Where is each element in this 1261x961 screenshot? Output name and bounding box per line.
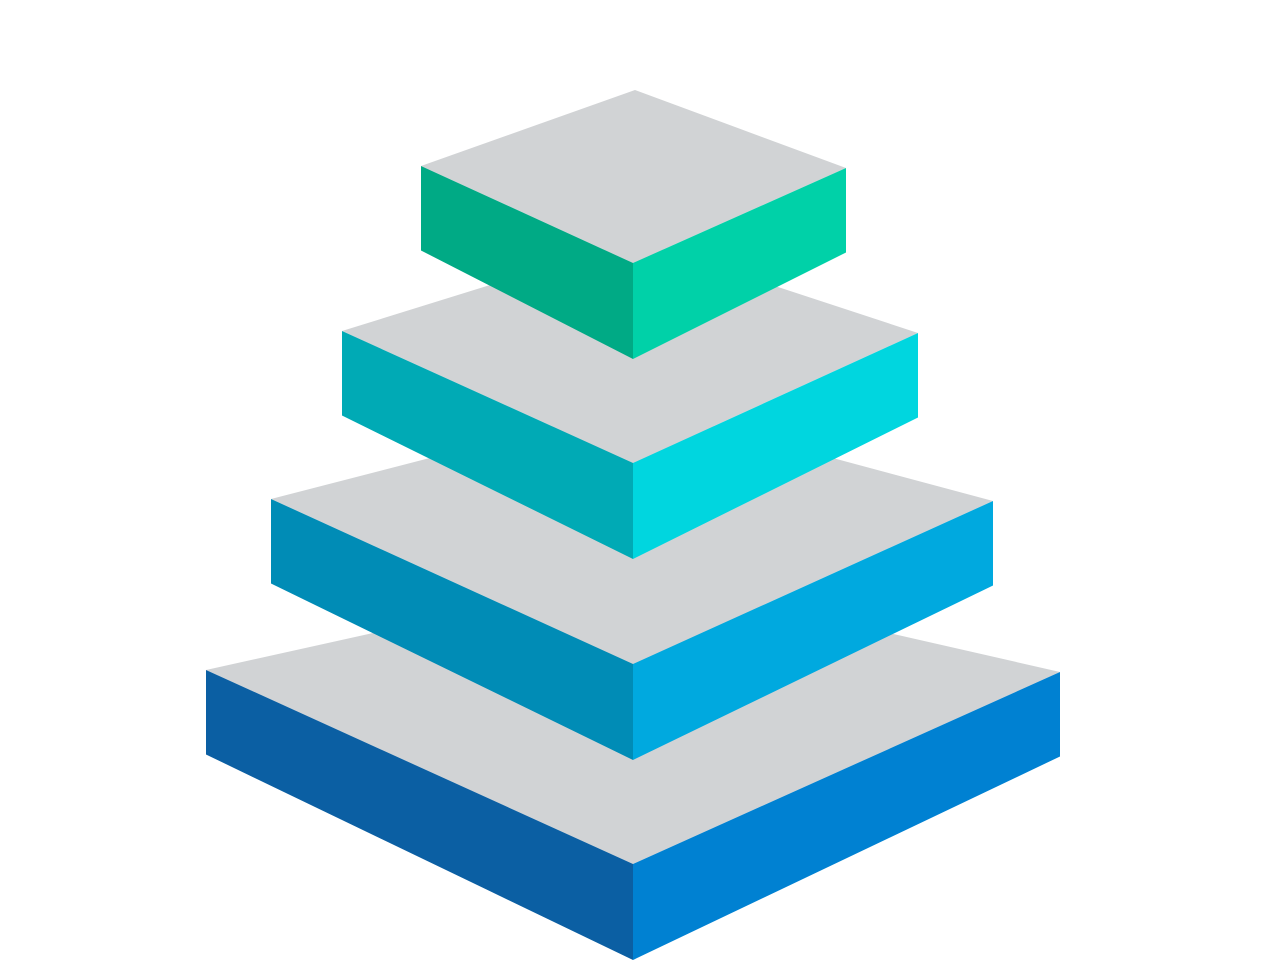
layer-1-right-face	[633, 672, 1060, 960]
layer-4-top-face	[421, 90, 846, 263]
layer-4-left-face	[421, 166, 633, 359]
layer-2-right-face	[633, 501, 993, 760]
layer-2-left-face	[271, 499, 633, 760]
layer-4-right-face	[633, 168, 846, 359]
layer-3-right-face	[633, 333, 918, 559]
layer-3-left-face	[342, 331, 633, 559]
layer-1-left-face	[206, 670, 633, 960]
